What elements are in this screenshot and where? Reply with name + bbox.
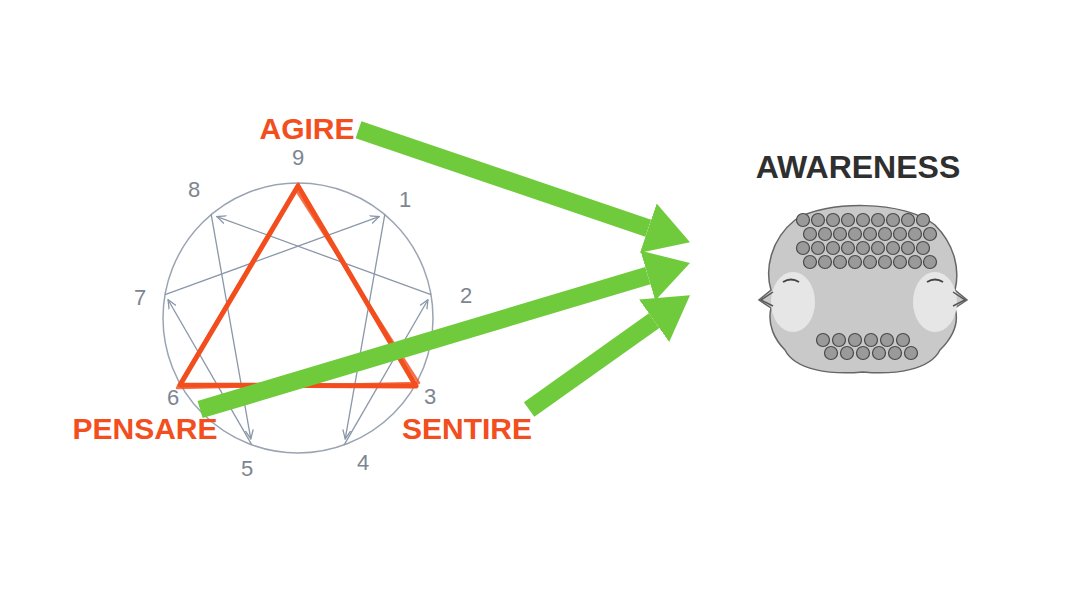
hair-curl: [817, 334, 830, 347]
hair-curl: [827, 214, 840, 227]
hair-curl: [889, 347, 902, 360]
center-name: SENTIRE: [402, 412, 532, 445]
enneagram-number: 4: [357, 452, 369, 474]
hair-curl: [872, 242, 885, 255]
hair-curl: [887, 214, 900, 227]
hair-curl: [834, 228, 847, 241]
hair-curl: [881, 334, 894, 347]
hair-curl: [902, 242, 915, 255]
hair-curl: [879, 228, 892, 241]
hair-curl: [887, 242, 900, 255]
hair-curl: [897, 334, 910, 347]
hair-curl: [924, 228, 937, 241]
awareness-figure: AWARENESS: [690, 148, 970, 378]
center-label: AGIRE: [255, 110, 358, 147]
enneagram-number: 8: [188, 179, 200, 201]
hair-curl: [909, 228, 922, 241]
hair-curl: [865, 334, 878, 347]
hair-curl: [902, 214, 915, 227]
hair-curl: [849, 256, 862, 269]
hair-curl: [909, 256, 922, 269]
figure-heading: AWARENESS: [750, 150, 966, 185]
enneagram-number: 5: [241, 458, 253, 480]
hair-curl: [849, 334, 862, 347]
hair-curl: [819, 256, 832, 269]
enneagram-number: 9: [292, 147, 304, 169]
hair-curl: [812, 242, 825, 255]
enneagram-number: 7: [134, 287, 146, 309]
hair-curl: [804, 228, 817, 241]
hair-curl: [827, 242, 840, 255]
center-label: PENSARE: [68, 410, 221, 447]
hair-curl: [842, 214, 855, 227]
hair-curl: [849, 228, 862, 241]
hair-curl: [797, 242, 810, 255]
hair-curl: [894, 256, 907, 269]
green-arrow: [200, 276, 648, 410]
hair-curl: [833, 334, 846, 347]
center-name: AGIRE: [259, 112, 354, 145]
hair-curl: [905, 347, 918, 360]
enneagram-number: 6: [167, 387, 179, 409]
enneagram-number: 3: [424, 386, 436, 408]
hair-curl: [804, 256, 817, 269]
hair-curl: [857, 347, 870, 360]
hair-curl: [879, 256, 892, 269]
enneagram-number: 2: [460, 285, 472, 307]
center-label: SENTIRE: [398, 410, 536, 447]
hair-curl: [857, 214, 870, 227]
hair-curl: [917, 214, 930, 227]
hair-curl: [894, 228, 907, 241]
hair-curl: [834, 256, 847, 269]
janus-bust: [759, 206, 967, 373]
hair-curl: [872, 214, 885, 227]
hair-curl: [864, 256, 877, 269]
hair-curl: [841, 347, 854, 360]
green-arrow: [529, 321, 654, 410]
hair-curl: [812, 214, 825, 227]
hair-curl: [924, 256, 937, 269]
hair-curl: [842, 242, 855, 255]
hair-curl: [864, 228, 877, 241]
hair-curl: [825, 347, 838, 360]
center-name: PENSARE: [72, 412, 217, 445]
hair-curl: [797, 214, 810, 227]
hair-curl: [857, 242, 870, 255]
hair-curl: [917, 242, 930, 255]
green-arrow: [359, 130, 649, 228]
hair-curl: [819, 228, 832, 241]
enneagram-number: 1: [399, 189, 411, 211]
hair-curl: [873, 347, 886, 360]
